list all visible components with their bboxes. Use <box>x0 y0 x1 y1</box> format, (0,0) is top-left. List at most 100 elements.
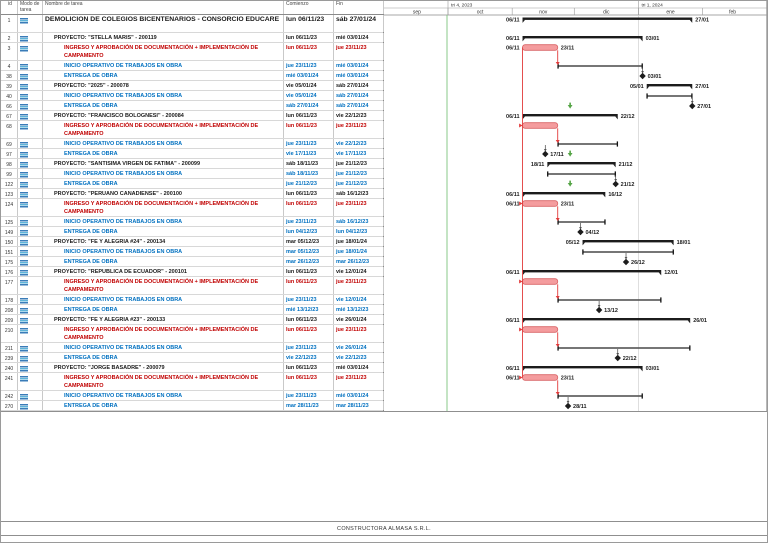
task-mode-cell[interactable] <box>18 353 43 362</box>
task-id-cell[interactable]: 176 <box>1 267 18 276</box>
task-end-cell[interactable]: vie 26/01/24 <box>334 343 384 352</box>
task-id-cell[interactable]: 211 <box>1 343 18 352</box>
task-id-cell[interactable]: 239 <box>1 353 18 362</box>
critical-task-bar[interactable] <box>522 200 559 207</box>
task-name-cell[interactable]: PROYECTO: "JORGE BASADRE" - 200079 <box>43 363 284 372</box>
task-name-cell[interactable]: PROYECTO: "FE Y ALEGRIA #23" - 200133 <box>43 315 284 324</box>
task-id-cell[interactable]: 125 <box>1 217 18 226</box>
task-id-cell[interactable]: 99 <box>1 169 18 178</box>
task-end-cell[interactable]: vie 22/12/23 <box>334 111 384 120</box>
task-end-cell[interactable]: sáb 16/12/23 <box>334 189 384 198</box>
task-end-cell[interactable]: mié 03/01/24 <box>334 61 384 70</box>
milestone-diamond[interactable] <box>595 306 603 314</box>
task-name-cell[interactable]: INGRESO Y APROBACIÓN DE DOCUMENTACIÓN + … <box>43 121 284 138</box>
task-start-cell[interactable]: mié 13/12/23 <box>284 305 334 314</box>
task-mode-cell[interactable] <box>18 71 43 80</box>
column-header-mode[interactable]: Modo de tarea <box>18 1 43 14</box>
task-end-cell[interactable]: jue 21/12/23 <box>334 159 384 168</box>
task-start-cell[interactable]: lun 06/11/23 <box>284 325 334 342</box>
task-start-cell[interactable]: lun 06/11/23 <box>284 277 334 294</box>
task-id-cell[interactable]: 124 <box>1 199 18 216</box>
task-id-cell[interactable]: 122 <box>1 179 18 188</box>
task-start-cell[interactable]: mar 05/12/23 <box>284 237 334 246</box>
task-end-cell[interactable]: mar 26/12/23 <box>334 257 384 266</box>
task-name-cell[interactable]: ENTREGA DE OBRA <box>43 305 284 314</box>
task-end-cell[interactable]: jue 23/11/23 <box>334 325 384 342</box>
task-name-cell[interactable]: PROYECTO: "REPUBLICA DE ECUADOR" - 20010… <box>43 267 284 276</box>
task-id-cell[interactable]: 210 <box>1 325 18 342</box>
task-mode-cell[interactable] <box>18 121 43 138</box>
summary-bar[interactable] <box>522 366 643 369</box>
task-name-cell[interactable]: INGRESO Y APROBACIÓN DE DOCUMENTACIÓN + … <box>43 43 284 60</box>
summary-bar[interactable] <box>522 114 618 117</box>
task-end-cell[interactable]: mié 03/01/24 <box>334 391 384 400</box>
task-id-cell[interactable]: 240 <box>1 363 18 372</box>
task-start-cell[interactable]: lun 06/11/23 <box>284 315 334 324</box>
task-name-cell[interactable]: INGRESO Y APROBACIÓN DE DOCUMENTACIÓN + … <box>43 373 284 390</box>
task-mode-cell[interactable] <box>18 199 43 216</box>
critical-task-bar[interactable] <box>522 122 559 129</box>
task-id-cell[interactable]: 98 <box>1 159 18 168</box>
task-end-cell[interactable]: vie 17/11/23 <box>334 149 384 158</box>
task-end-cell[interactable]: vie 12/01/24 <box>334 267 384 276</box>
milestone-diamond[interactable] <box>612 180 619 188</box>
task-end-cell[interactable]: jue 21/12/23 <box>334 179 384 188</box>
task-name-cell[interactable]: INICIO OPERATIVO DE TRABAJOS EN OBRA <box>43 61 284 70</box>
summary-bar[interactable] <box>522 270 662 273</box>
task-mode-cell[interactable] <box>18 373 43 390</box>
task-start-cell[interactable]: sáb 18/11/23 <box>284 159 334 168</box>
task-end-cell[interactable]: jue 21/12/23 <box>334 169 384 178</box>
task-name-cell[interactable]: DEMOLICION DE COLEGIOS BICENTENARIOS - C… <box>43 15 284 32</box>
task-end-cell[interactable]: mié 03/01/24 <box>334 33 384 42</box>
task-name-cell[interactable]: PROYECTO: "2025" - 200078 <box>43 81 284 90</box>
task-mode-cell[interactable] <box>18 101 43 110</box>
task-mode-cell[interactable] <box>18 179 43 188</box>
task-end-cell[interactable]: sáb 27/01/24 <box>334 15 384 32</box>
task-mode-cell[interactable] <box>18 15 43 32</box>
task-end-cell[interactable]: vie 12/01/24 <box>334 295 384 304</box>
task-mode-cell[interactable] <box>18 149 43 158</box>
task-mode-cell[interactable] <box>18 295 43 304</box>
task-end-cell[interactable]: jue 18/01/24 <box>334 247 384 256</box>
critical-task-bar[interactable] <box>522 278 559 285</box>
task-start-cell[interactable]: lun 04/12/23 <box>284 227 334 236</box>
task-name-cell[interactable]: ENTREGA DE OBRA <box>43 257 284 266</box>
task-bar[interactable] <box>557 221 606 223</box>
column-header-name[interactable]: Nombre de tarea <box>43 1 284 14</box>
task-start-cell[interactable]: jue 23/11/23 <box>284 61 334 70</box>
task-mode-cell[interactable] <box>18 277 43 294</box>
task-mode-cell[interactable] <box>18 217 43 226</box>
task-end-cell[interactable]: mié 03/01/24 <box>334 71 384 80</box>
task-id-cell[interactable]: 150 <box>1 237 18 246</box>
milestone-diamond[interactable] <box>689 102 696 110</box>
task-name-cell[interactable]: ENTREGA DE OBRA <box>43 149 284 158</box>
task-id-cell[interactable]: 208 <box>1 305 18 314</box>
milestone-diamond[interactable] <box>542 150 549 158</box>
task-id-cell[interactable]: 1 <box>1 15 18 32</box>
critical-task-bar[interactable] <box>522 44 559 51</box>
task-id-cell[interactable]: 66 <box>1 101 18 110</box>
task-id-cell[interactable]: 175 <box>1 257 18 266</box>
task-start-cell[interactable]: jue 21/12/23 <box>284 179 334 188</box>
milestone-diamond[interactable] <box>614 354 621 362</box>
task-mode-cell[interactable] <box>18 189 43 198</box>
task-name-cell[interactable]: ENTREGA DE OBRA <box>43 353 284 362</box>
task-mode-cell[interactable] <box>18 391 43 400</box>
task-end-cell[interactable]: jue 23/11/23 <box>334 373 384 390</box>
task-end-cell[interactable]: jue 23/11/23 <box>334 277 384 294</box>
task-bar[interactable] <box>547 173 616 175</box>
task-start-cell[interactable]: vie 17/11/23 <box>284 149 334 158</box>
